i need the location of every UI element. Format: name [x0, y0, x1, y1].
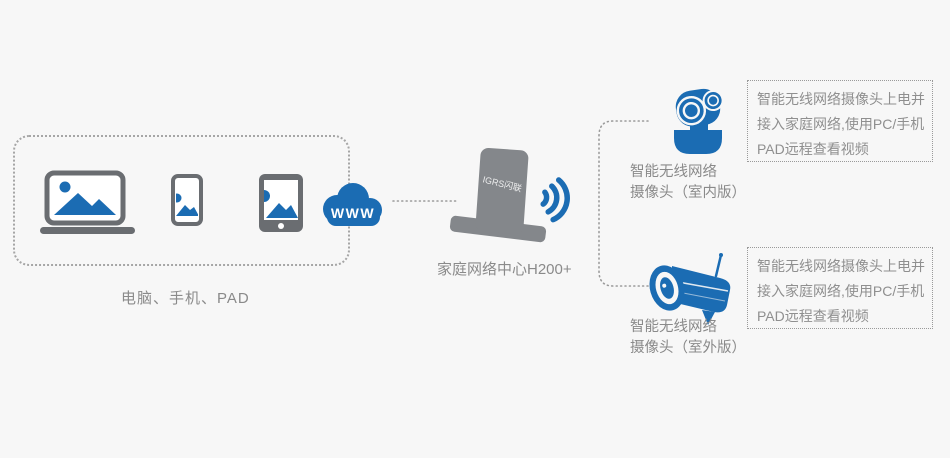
indoor-camera-note-box: 智能无线网络摄像头上电并 接入家庭网络,使用PC/手机 PAD远程查看视频: [747, 80, 933, 162]
tablet-icon: [259, 174, 303, 232]
www-cloud-label: WWW: [331, 205, 375, 221]
outdoor-camera-label-line1: 智能无线网络: [630, 319, 717, 335]
indoor-note-line3: PAD远程查看视频: [757, 141, 869, 157]
indoor-camera-icon: [674, 88, 724, 154]
outdoor-camera-label-line2: 摄像头（室外版）: [630, 340, 746, 356]
indoor-note-line2: 接入家庭网络,使用PC/手机: [757, 116, 925, 132]
wifi-signal-icon: [540, 177, 570, 223]
indoor-camera-label-line1: 智能无线网络: [630, 164, 717, 180]
indoor-note-line1: 智能无线网络摄像头上电并: [757, 91, 925, 107]
outdoor-note-line2: 接入家庭网络,使用PC/手机: [757, 283, 925, 299]
phone-icon: [171, 174, 203, 226]
router-icon: IGRS闪联: [449, 147, 547, 243]
router-label: 家庭网络中心H200+: [437, 261, 572, 278]
www-cloud-icon: WWW: [323, 183, 382, 226]
outdoor-note-line3: PAD远程查看视频: [757, 308, 869, 324]
outdoor-camera-icon: [649, 253, 731, 325]
outdoor-camera-note-box: 智能无线网络摄像头上电并 接入家庭网络,使用PC/手机 PAD远程查看视频: [747, 247, 933, 329]
outdoor-camera-label: 智能无线网络 摄像头（室外版）: [630, 317, 746, 359]
indoor-camera-label: 智能无线网络 摄像头（室内版）: [630, 162, 746, 204]
indoor-camera-label-line2: 摄像头（室内版）: [630, 185, 746, 201]
client-devices-label: 电脑、手机、PAD: [121, 290, 250, 307]
laptop-icon: [40, 170, 135, 234]
outdoor-note-line1: 智能无线网络摄像头上电并: [757, 258, 925, 274]
